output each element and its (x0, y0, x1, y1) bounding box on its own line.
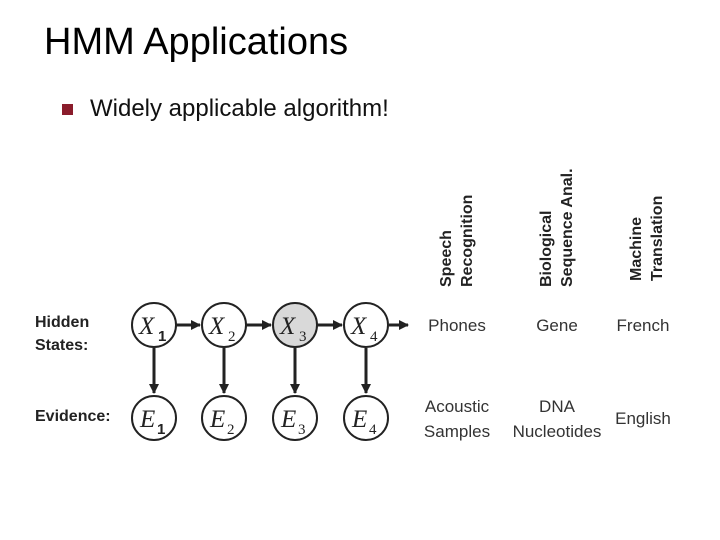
svg-text:4: 4 (370, 329, 378, 345)
hidden-node-x2: X 2 (201, 302, 247, 348)
hidden-node-x3: X 3 (272, 302, 318, 348)
cell-biological-evidence-line1: DNA (539, 397, 576, 416)
evidence-node-e1: E 1 (131, 395, 177, 441)
svg-text:E: E (280, 406, 296, 433)
svg-text:Speech: Speech (438, 230, 455, 287)
hidden-node-x4: X 4 (343, 302, 389, 348)
svg-text:Sequence Anal.: Sequence Anal. (559, 168, 576, 287)
page-title: HMM Applications (44, 21, 349, 63)
svg-text:E: E (209, 406, 225, 433)
column-header-speech: Speech Recognition (438, 195, 476, 287)
cell-machine-hidden: French (617, 316, 670, 335)
svg-text:2: 2 (227, 422, 235, 438)
cell-biological-hidden: Gene (536, 316, 578, 335)
svg-text:E: E (351, 406, 367, 433)
svg-text:X: X (279, 313, 297, 340)
svg-text:3: 3 (298, 422, 306, 438)
svg-text:E: E (139, 406, 155, 433)
hidden-states-label-line2: States: (35, 337, 88, 354)
column-header-biological: Biological Sequence Anal. (538, 168, 576, 287)
evidence-node-e4: E 4 (343, 395, 389, 441)
svg-text:X: X (350, 313, 368, 340)
svg-text:X: X (138, 313, 156, 340)
svg-text:Biological: Biological (538, 211, 555, 287)
svg-text:Translation: Translation (649, 196, 666, 281)
svg-text:2: 2 (228, 329, 236, 345)
bullet-square-icon (62, 104, 73, 115)
cell-speech-evidence-line1: Acoustic (425, 397, 490, 416)
svg-text:Machine: Machine (628, 217, 645, 281)
column-header-machine: Machine Translation (628, 196, 666, 281)
svg-text:1: 1 (157, 421, 165, 438)
cell-biological-evidence-line2: Nucleotides (513, 422, 602, 441)
hidden-states-label-line1: Hidden (35, 314, 89, 331)
evidence-label: Evidence: (35, 408, 111, 425)
evidence-node-e2: E 2 (201, 395, 247, 441)
svg-text:1: 1 (158, 328, 166, 345)
svg-text:X: X (208, 313, 226, 340)
cell-speech-evidence-line2: Samples (424, 422, 490, 441)
evidence-node-e3: E 3 (272, 395, 318, 441)
svg-text:3: 3 (299, 329, 307, 345)
hidden-node-x1: X 1 (131, 302, 177, 348)
svg-text:Recognition: Recognition (459, 195, 476, 287)
bullet-text: Widely applicable algorithm! (90, 95, 389, 122)
svg-text:4: 4 (369, 422, 377, 438)
cell-machine-evidence: English (615, 409, 671, 428)
cell-speech-hidden: Phones (428, 316, 486, 335)
